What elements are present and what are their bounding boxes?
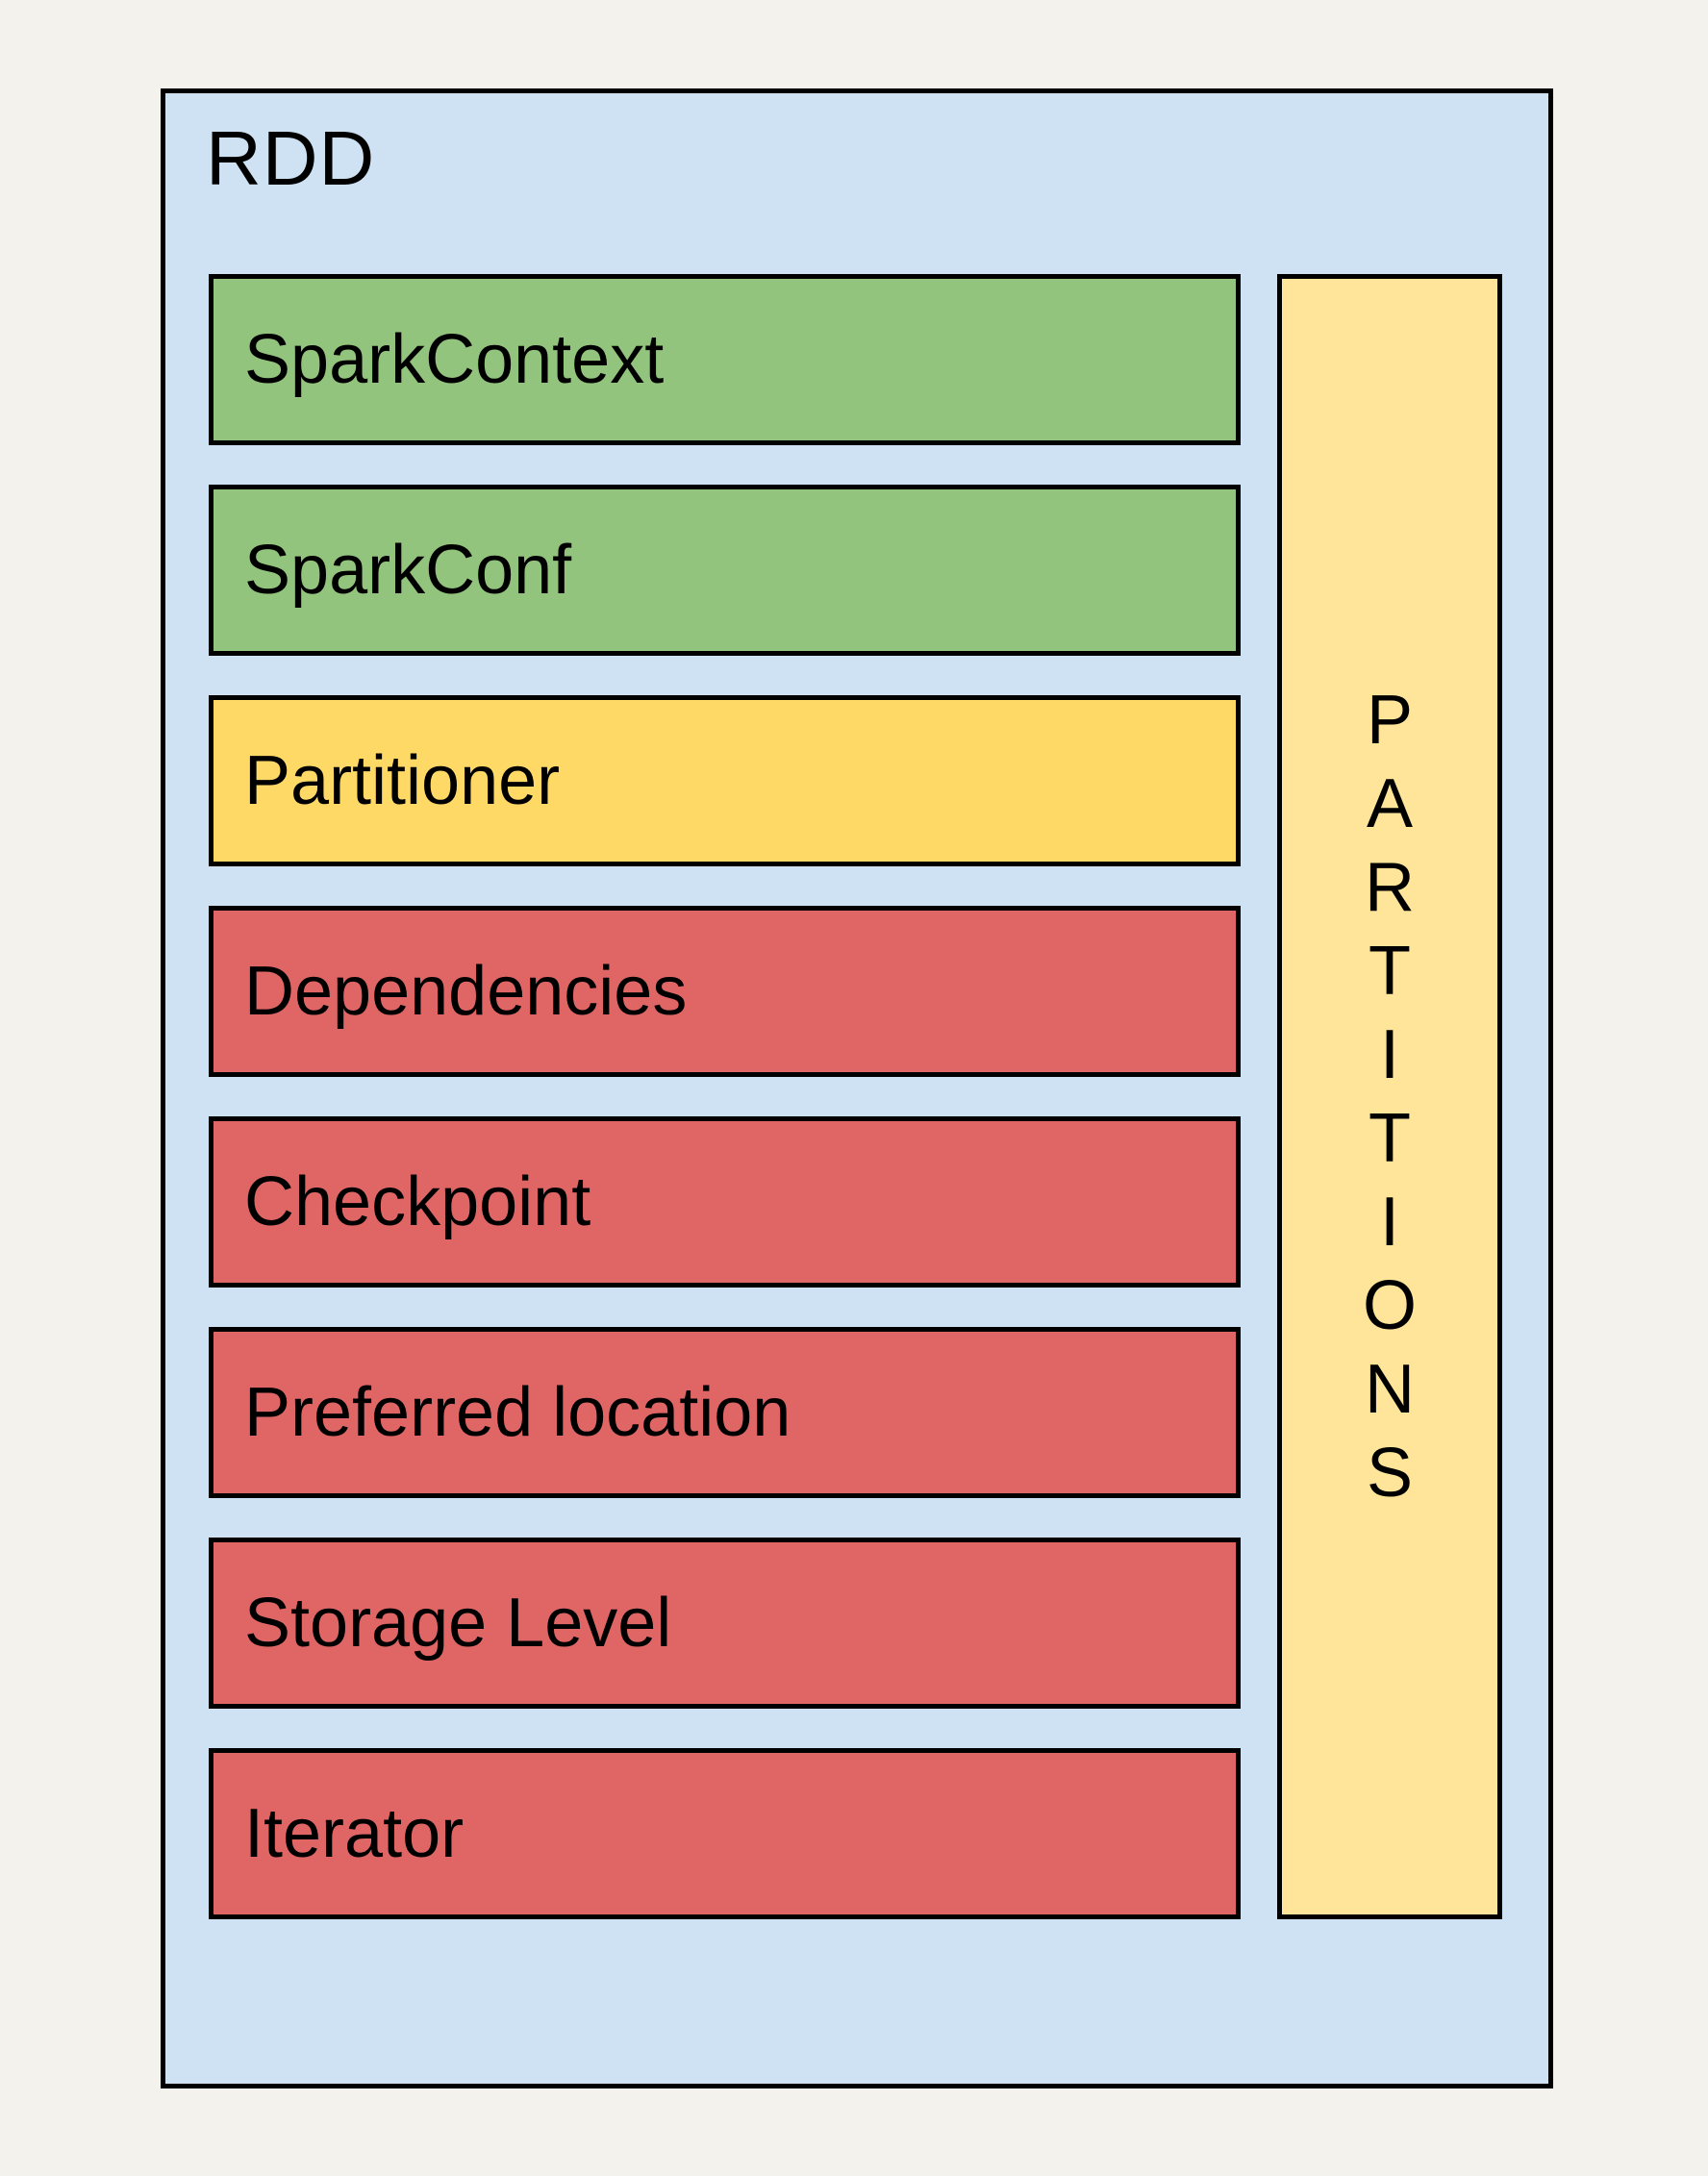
- attribute-box: Partitioner: [209, 695, 1241, 866]
- attribute-label: Checkpoint: [244, 1163, 591, 1240]
- attribute-box: Dependencies: [209, 906, 1241, 1077]
- attribute-box: Storage Level: [209, 1538, 1241, 1709]
- partitions-letter: A: [1366, 764, 1414, 842]
- attribute-box: SparkConf: [209, 485, 1241, 656]
- attribute-label: Dependencies: [244, 953, 688, 1030]
- partitions-letter: R: [1365, 848, 1415, 926]
- partitions-letter: T: [1369, 1099, 1411, 1177]
- partitions-letter: I: [1379, 1183, 1399, 1261]
- partitions-letter: P: [1366, 681, 1414, 759]
- attribute-box: Checkpoint: [209, 1116, 1241, 1288]
- partitions-letter: I: [1379, 1015, 1399, 1093]
- attribute-box: Preferred location: [209, 1327, 1241, 1498]
- attribute-label: Preferred location: [244, 1374, 791, 1451]
- partitions-letter: N: [1365, 1350, 1415, 1428]
- attribute-label: Iterator: [244, 1795, 465, 1872]
- partitions-letter: T: [1369, 932, 1411, 1010]
- partitions-letter: S: [1366, 1434, 1414, 1512]
- attribute-box: Iterator: [209, 1748, 1241, 1919]
- attribute-label: Storage Level: [244, 1585, 672, 1662]
- rdd-title: RDD: [206, 115, 376, 201]
- attribute-label: SparkContext: [244, 321, 665, 398]
- partitions-letter: O: [1362, 1266, 1417, 1344]
- attribute-label: Partitioner: [244, 742, 561, 819]
- attribute-box: SparkContext: [209, 274, 1241, 445]
- attribute-label: SparkConf: [244, 532, 572, 609]
